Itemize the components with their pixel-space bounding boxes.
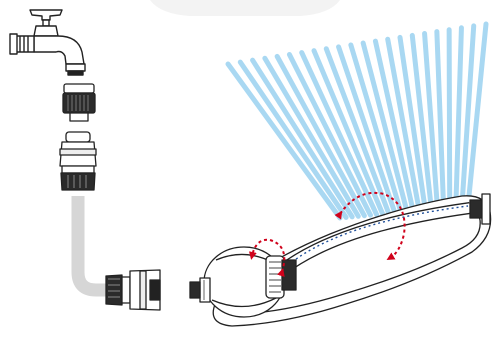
spray-jet xyxy=(446,27,453,211)
rotation-arrow-icon xyxy=(334,192,406,261)
hose-connector-icon xyxy=(59,131,97,191)
spray-jet xyxy=(311,48,386,217)
garden-hose-icon xyxy=(71,196,106,297)
spray-jet xyxy=(348,42,404,215)
spray-jet xyxy=(453,25,464,210)
hose-connector-icon xyxy=(105,269,161,311)
background-band xyxy=(150,0,340,16)
spray-jet xyxy=(250,57,355,220)
spray-jet xyxy=(336,44,398,216)
spray-jet xyxy=(299,50,380,218)
spray-jet xyxy=(225,61,343,221)
spray-jet xyxy=(409,32,434,212)
threaded-tap-adapter-icon xyxy=(62,83,96,122)
rotation-arrow-icon xyxy=(248,238,286,277)
spray-nozzles xyxy=(291,205,469,263)
spray-jet xyxy=(465,21,489,209)
spray-jet xyxy=(422,31,441,212)
spray-jet xyxy=(434,29,447,211)
water-spray-fan xyxy=(225,21,489,221)
garden-tap-icon xyxy=(9,9,86,76)
spray-jet xyxy=(360,40,410,215)
spray-jet xyxy=(459,23,477,210)
spray-jet xyxy=(323,46,392,216)
spray-jet xyxy=(237,59,349,220)
spray-jet xyxy=(262,55,361,219)
spray-jet xyxy=(274,53,367,219)
spray-jet xyxy=(372,38,416,214)
spray-jet xyxy=(286,51,373,218)
spray-jet xyxy=(397,34,428,213)
spray-jet xyxy=(385,36,422,214)
